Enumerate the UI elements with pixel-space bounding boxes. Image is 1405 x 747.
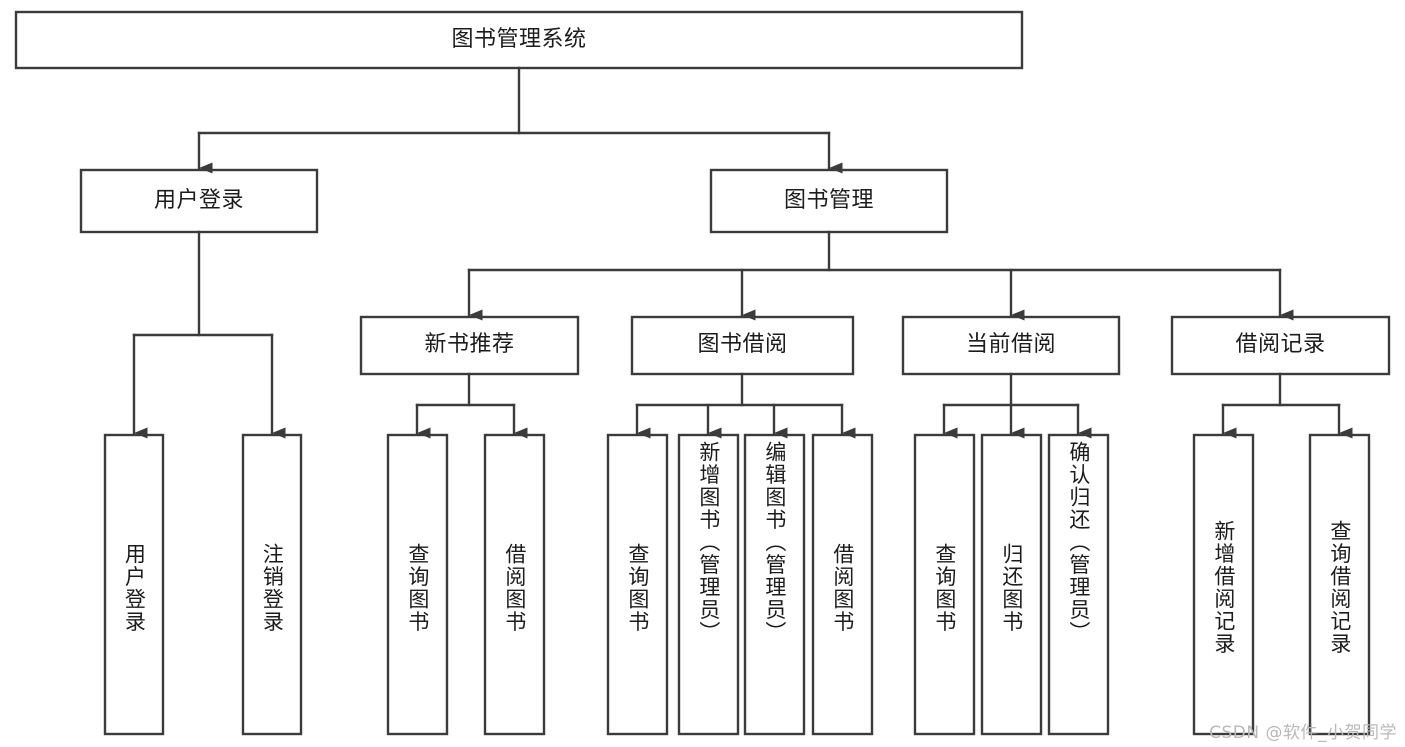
node-box-leaf-borrow-book-rec[interactable]: [483, 433, 546, 736]
node-box-borrow-record[interactable]: [1170, 315, 1391, 376]
node-box-root[interactable]: [14, 10, 1024, 70]
node-box-user-login[interactable]: [79, 168, 319, 234]
connector-new-book-recommend-to-leaves: [415, 372, 528, 439]
csdn-watermark: CSDN @软件_小贺同学: [1209, 723, 1397, 743]
node-box-leaf-user-login[interactable]: [103, 433, 165, 736]
node-box-book-borrow[interactable]: [630, 315, 855, 376]
connector-book-borrow-to-leaves: [635, 372, 856, 439]
node-box-current-borrow[interactable]: [901, 315, 1121, 376]
node-box-leaf-query-book-borrow[interactable]: [606, 433, 669, 736]
node-box-leaf-add-record[interactable]: [1192, 433, 1255, 736]
connector-user-login-to-leaves: [132, 230, 286, 439]
node-box-leaf-query-book-cur[interactable]: [913, 433, 976, 736]
node-box-leaf-query-book-rec[interactable]: [386, 433, 449, 736]
node-box-leaf-add-book[interactable]: [677, 433, 740, 736]
node-box-leaf-confirm-return[interactable]: [1047, 433, 1110, 736]
node-boxes: [14, 10, 1391, 736]
node-box-leaf-query-record[interactable]: [1308, 433, 1371, 736]
connector-book-manage-to-level3: [467, 230, 1294, 321]
connector-current-borrow-to-leaves: [942, 372, 1092, 439]
node-box-book-manage[interactable]: [709, 168, 949, 234]
node-box-leaf-borrow-book[interactable]: [811, 433, 874, 736]
node-box-leaf-logout[interactable]: [241, 433, 303, 736]
node-box-leaf-return-book[interactable]: [980, 433, 1043, 736]
node-box-new-book-recommend[interactable]: [359, 315, 580, 376]
node-box-leaf-edit-book[interactable]: [743, 433, 806, 736]
connector-root-to-level2: [197, 66, 843, 174]
connector-borrow-record-to-leaves: [1221, 372, 1353, 439]
